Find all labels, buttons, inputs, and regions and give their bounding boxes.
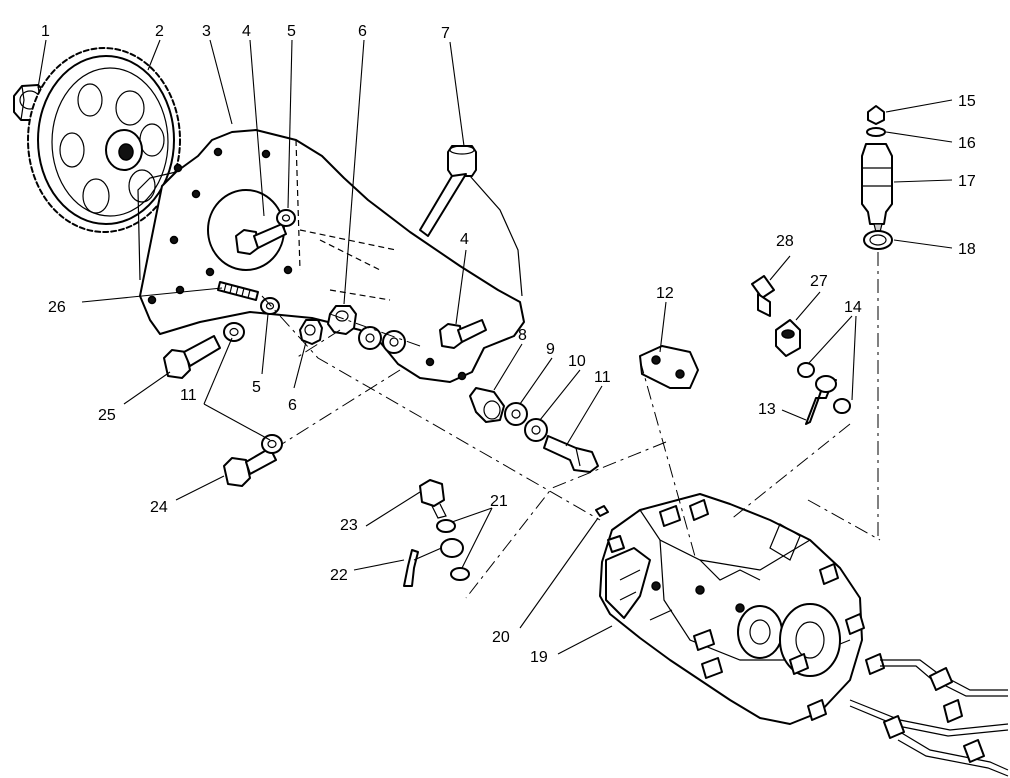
part-23-banjo-bolt xyxy=(419,479,447,519)
part-16-washer xyxy=(866,127,886,137)
part-13-fitting xyxy=(805,375,837,425)
part-26-stud xyxy=(217,281,259,301)
part-15-nut xyxy=(867,105,885,125)
part-21-washer-b xyxy=(450,567,470,581)
part-21-washer-a xyxy=(436,519,456,533)
callout-22: 22 xyxy=(330,567,348,584)
part-18-seal xyxy=(863,230,893,250)
callout-15: 15 xyxy=(958,93,976,110)
part-11-washer-bottom xyxy=(261,434,283,454)
callout-4a: 4 xyxy=(242,23,251,40)
callout-18: 18 xyxy=(958,241,976,258)
callout-11b: 11 xyxy=(180,387,197,404)
callout-5a: 5 xyxy=(287,23,296,40)
callout-20: 20 xyxy=(492,629,510,646)
callout-21: 21 xyxy=(490,493,508,510)
callout-5b: 5 xyxy=(252,379,261,396)
callout-labels: 1 2 3 4 5 6 7 4 8 9 10 11 12 13 14 15 16… xyxy=(41,23,976,666)
callout-10: 10 xyxy=(568,353,586,370)
part-19-injection-pump xyxy=(599,493,885,725)
part-5-washer-upper xyxy=(276,209,296,227)
part-3-mounting-plate xyxy=(137,129,525,383)
part-27-banjo-bolt xyxy=(775,319,801,357)
center-lines xyxy=(261,252,881,599)
callout-16: 16 xyxy=(958,135,976,152)
part-22-pipe xyxy=(403,538,464,587)
callout-7: 7 xyxy=(441,25,450,42)
part-14-washer-a xyxy=(797,362,815,378)
part-4-bolt-upper xyxy=(235,223,287,255)
part-9-washer xyxy=(504,402,528,426)
part-20-key xyxy=(595,505,609,517)
part-14-washer-b xyxy=(833,398,851,414)
part-7-rod-left xyxy=(419,173,467,237)
callout-13: 13 xyxy=(758,401,776,418)
callout-19: 19 xyxy=(530,649,548,666)
part-11-bolt-long xyxy=(543,435,599,473)
callout-3: 3 xyxy=(202,23,211,40)
part-7-sleeve xyxy=(447,145,477,177)
part-12-bracket xyxy=(639,345,699,389)
part-6-nut-upper xyxy=(327,305,357,335)
callout-28: 28 xyxy=(776,233,794,250)
callout-11a: 11 xyxy=(594,369,611,386)
washer-pair-mid xyxy=(358,326,406,354)
part-7-rod-right xyxy=(469,175,523,297)
callout-8: 8 xyxy=(518,327,527,344)
callout-6a: 6 xyxy=(358,23,367,40)
callout-12: 12 xyxy=(656,285,674,302)
callout-1: 1 xyxy=(41,23,50,40)
part-2-gear xyxy=(27,47,181,233)
part-5-washer-lower xyxy=(260,297,280,315)
part-24-bolt xyxy=(223,447,277,487)
callout-14: 14 xyxy=(844,299,862,316)
callout-26: 26 xyxy=(48,299,66,316)
callout-17: 17 xyxy=(958,173,976,190)
part-6-nut-lower xyxy=(299,319,323,345)
part-10-washer xyxy=(524,418,548,442)
injector-pipes xyxy=(849,659,1009,777)
callout-27: 27 xyxy=(810,273,828,290)
callout-9: 9 xyxy=(546,341,555,358)
callout-25: 25 xyxy=(98,407,116,424)
part-11-washer-left xyxy=(223,322,245,342)
leader-lines xyxy=(37,39,953,655)
part-28-fitting xyxy=(751,275,775,317)
callout-2: 2 xyxy=(155,23,164,40)
callout-4b: 4 xyxy=(460,231,469,248)
callout-24: 24 xyxy=(150,499,168,516)
part-17-injector xyxy=(861,143,893,233)
part-8-bushing xyxy=(469,387,505,423)
callout-6b: 6 xyxy=(288,397,297,414)
callout-23: 23 xyxy=(340,517,358,534)
part-25-bolt xyxy=(163,335,221,379)
part-4-bolt-lower xyxy=(439,319,487,349)
